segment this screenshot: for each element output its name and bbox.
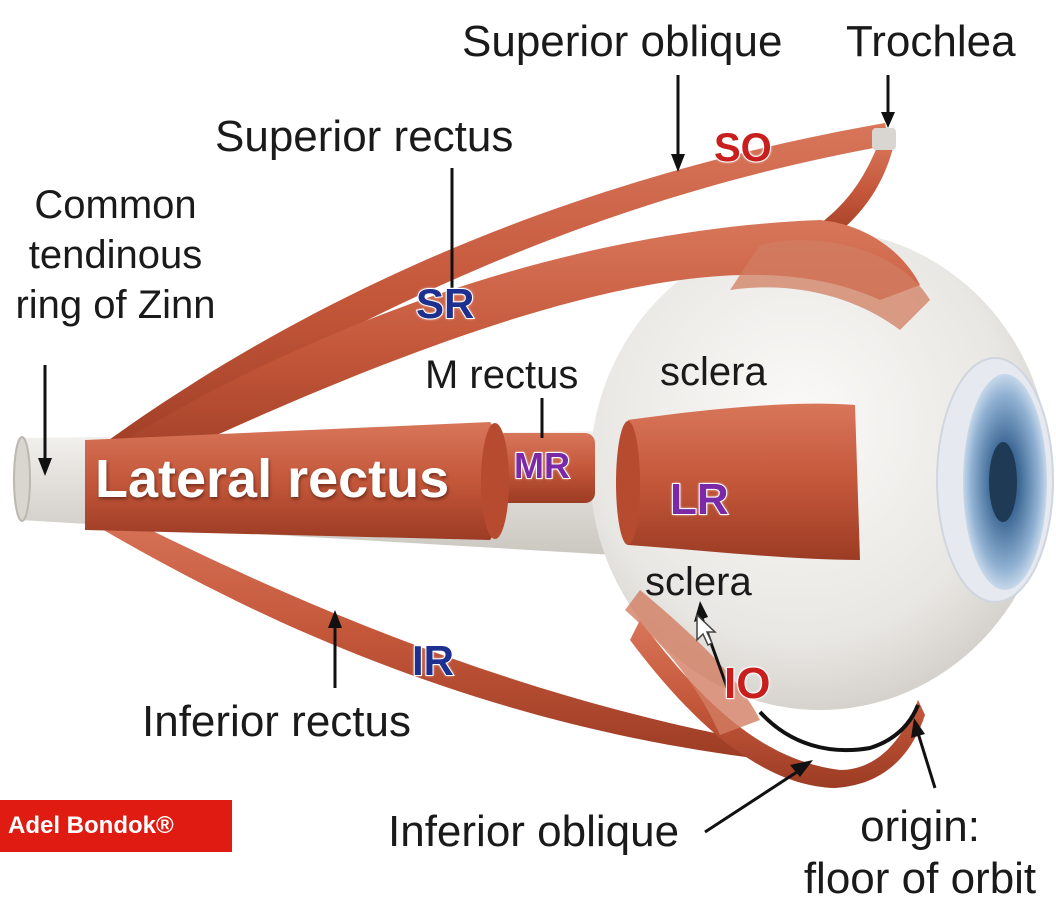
abbr-mr: MR <box>514 448 570 484</box>
label-superior-rectus: Superior rectus <box>215 115 513 159</box>
origin-line-2: floor of orbit <box>795 857 1045 901</box>
abbr-io: IO <box>724 662 770 706</box>
pupil <box>989 442 1017 522</box>
label-m-rectus: M rectus <box>425 355 578 395</box>
ring-of-zinn-end <box>14 437 30 521</box>
label-sclera-top: sclera <box>660 352 767 392</box>
abbr-ir: IR <box>412 640 454 682</box>
label-superior-oblique: Superior oblique <box>462 20 782 64</box>
inferior-oblique-pointer <box>705 770 800 832</box>
label-inferior-rectus: Inferior rectus <box>142 700 411 744</box>
label-origin-floor-of-orbit: origin: floor of orbit <box>795 805 1045 901</box>
label-sclera-bottom: sclera <box>645 562 752 602</box>
label-trochlea: Trochlea <box>846 20 1016 64</box>
lateral-rectus-cut-end <box>481 423 509 539</box>
ring-line-3: ring of Zinn <box>8 285 223 325</box>
ring-line-2: tendinous <box>8 235 223 275</box>
origin-line-1: origin: <box>795 805 1045 849</box>
label-lateral-rectus: Lateral rectus <box>95 452 449 506</box>
lateral-rectus-insertion-cut <box>616 421 640 545</box>
abbr-sr: SR <box>416 283 474 325</box>
origin-pointer <box>918 733 935 788</box>
label-common-tendinous-ring: Common tendinous ring of Zinn <box>8 185 223 325</box>
ring-line-1: Common <box>8 185 223 225</box>
label-inferior-oblique: Inferior oblique <box>388 810 679 854</box>
author-badge: Adel Bondok® <box>0 800 232 852</box>
abbr-lr: LR <box>670 478 729 522</box>
trochlea-pulley <box>872 128 896 150</box>
lateral-rectus-insertion <box>628 404 860 560</box>
abbr-so: SO <box>714 128 772 168</box>
